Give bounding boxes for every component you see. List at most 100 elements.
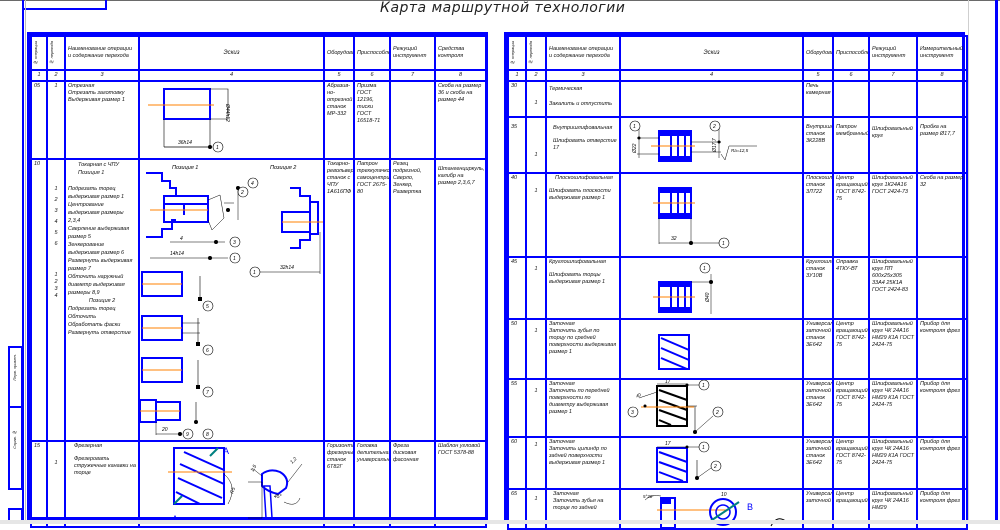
- callout-number: 1: [216, 145, 219, 151]
- frame-left-thin: [25, 0, 26, 524]
- col-header-control: Средства контроля: [434, 35, 487, 71]
- cutting-tool: Шлифовальный круг ЧК 24А16 НМ29 К1А ГОСТ…: [868, 378, 918, 438]
- step-number: 1: [525, 80, 547, 118]
- cutting-tool: Шлифовальный круг: [868, 116, 918, 174]
- col-header-equipment: Оборудование: [802, 35, 834, 71]
- position-2-label: Позиция 2: [270, 165, 296, 171]
- fixture: Патрон трехкулачковый самоцентрирующий Г…: [353, 158, 391, 442]
- sketch-op40: 32 1: [653, 187, 730, 249]
- col-header-name: Наименование операции и содержание перех…: [545, 35, 621, 71]
- col-header-name: Наименование операции и содержание перех…: [64, 35, 140, 71]
- operation-number: 15: [30, 440, 48, 528]
- fixture: Центр вращающийся ГОСТ 8742-75: [832, 318, 870, 380]
- operation-row-05: 05 1 Отрезная Отрезать заготовку Выдержи…: [30, 80, 487, 160]
- equipment: Универсально-заточной станок 3Е642: [802, 436, 834, 490]
- svg-text:1,5: 1,5: [250, 464, 259, 473]
- cutting-tool: Фреза дисковая фасонная: [389, 440, 436, 528]
- measuring-tool: [916, 80, 968, 118]
- svg-text:8: 8: [206, 432, 209, 438]
- fixture: Оправка 4ТКУ-ВТ: [832, 256, 870, 320]
- operation-row-40: 40 1 Плоскошлифовальная Шлифовать плоско…: [507, 172, 968, 258]
- sketch-op15: A A R5 1,5 1,2 45°: [168, 446, 303, 524]
- col-number: 4: [619, 69, 804, 82]
- col-number: 5: [323, 69, 355, 82]
- operation-title: Токарная с ЧПУ: [78, 162, 119, 168]
- window-top-border: [0, 0, 1000, 1]
- svg-text:17: 17: [665, 380, 671, 385]
- operation-title: Заточная: [553, 491, 579, 497]
- operation-number: 60: [507, 436, 527, 490]
- sketch-cell: 17 1 40 3 2: [619, 378, 804, 438]
- operation-number: 30: [507, 80, 527, 118]
- col-header-tool: Режущий инструмент: [389, 35, 436, 71]
- cutting-tool: Шлифовальный круг 1К24А16 ГОСТ 2424-73: [868, 172, 918, 258]
- workpiece-outline: [163, 88, 211, 120]
- svg-text:1: 1: [703, 266, 706, 272]
- header-row: № операции № перехода Наименование опера…: [30, 35, 487, 71]
- operation-text: Плоскошлифовальная Шлифовать плоскости в…: [545, 172, 621, 258]
- section-label: A: [172, 514, 178, 524]
- side-stamp-sprav: Справ. №: [8, 406, 23, 490]
- operation-title: Плоскошлифовальная: [555, 175, 613, 181]
- operation-row-60: 60 1 Заточная Заточить цилиндр по задней…: [507, 436, 968, 490]
- position-1-label: Позиция 1: [172, 165, 198, 171]
- step-number: 1: [525, 116, 547, 174]
- step-text: Шлифовать плоскости выдерживая размер 1: [549, 188, 611, 201]
- equipment: Внутришлифовальный станок 3К228В: [802, 116, 834, 174]
- sketch-cell: Позиция 1 Позиция 2 4 2 4 3: [138, 158, 325, 442]
- col-number: 5: [802, 69, 834, 82]
- cutting-tool: Шлифовальный круг ЧК 24А16 НМ29 К1А ГОСТ…: [868, 318, 918, 380]
- col-header-tool: Режущий инструмент: [868, 35, 918, 71]
- operation-title: Термическая: [549, 86, 583, 92]
- step-number: 1: [46, 440, 66, 528]
- step-text: Развернуть отверстие: [68, 330, 131, 336]
- sketch-cell: [619, 80, 804, 118]
- operation-text: Круглошлифовальная Шлифовать торцы выдер…: [545, 256, 621, 320]
- svg-text:3: 3: [631, 410, 634, 416]
- operation-number: 05: [30, 80, 48, 160]
- fixture: Центр вращающийся ГОСТ 8742-75: [832, 378, 870, 438]
- svg-text:9: 9: [186, 432, 189, 438]
- step-number: 1: [525, 378, 547, 438]
- col-header-fixture: Приспособление: [832, 35, 870, 71]
- svg-text:1: 1: [722, 241, 725, 247]
- sketch-step-8-9: 20 9 8: [141, 399, 214, 439]
- sketch-step-7: 7: [141, 357, 214, 398]
- measuring-tool: Скоба на размер 32: [916, 172, 968, 258]
- right-route-card: № операции № перехода Наименование опера…: [504, 32, 968, 530]
- operation-number: 45: [507, 256, 527, 320]
- col-header-step: № перехода: [525, 35, 547, 71]
- svg-text:Ø40: Ø40: [705, 292, 711, 303]
- svg-text:32h14: 32h14: [280, 265, 294, 271]
- horizontal-scrollbar[interactable]: [0, 520, 1000, 524]
- svg-text:Ra=12,5: Ra=12,5: [731, 148, 749, 153]
- sketch-cell: 17 1 2: [619, 436, 804, 490]
- sketch-op60: 17 1 2: [656, 441, 722, 483]
- operation-text: Фрезерная Фрезеровать стружечные канавки…: [64, 440, 140, 528]
- step-text: Шлифовать отверстие 17: [553, 138, 617, 151]
- header-row: № операции № перехода Наименование опера…: [507, 35, 968, 71]
- column-number-row: 1 2 3 4 5 6 7 8: [30, 69, 487, 82]
- step-text: Подрезать торец выдерживая размер 1: [68, 186, 125, 200]
- svg-text:14h14: 14h14: [170, 251, 184, 257]
- sketch-op50: [658, 334, 690, 370]
- dim-label: 36h14: [178, 140, 192, 146]
- svg-text:Ø17,7: Ø17,7: [712, 138, 718, 153]
- left-route-card: № операции № перехода Наименование опера…: [27, 32, 488, 528]
- right-table: № операции № перехода Наименование опера…: [507, 35, 968, 530]
- step-text: Заточить по передней поверхности по диам…: [549, 388, 610, 415]
- document-title: Карта маршрутной технологии: [380, 0, 626, 16]
- fixture: Патрон мембранный: [832, 116, 870, 174]
- sketch-cell: Ø22 1 Ø17,7 2 Ra=12,5: [619, 116, 804, 174]
- svg-text:17: 17: [665, 441, 671, 447]
- sketch-cell: [619, 318, 804, 380]
- step-text: Заточить зубья на торце по задней: [553, 498, 604, 511]
- column-number-row: 1 2 3 4 5 6 7 8: [507, 69, 968, 82]
- step-number: 1: [525, 318, 547, 380]
- svg-text:2: 2: [713, 464, 717, 470]
- measuring-tool: Пробка на размер Ø17,7: [916, 116, 968, 174]
- cutting-tool: Резец подрезной, Сверло, Зенкер, Разверт…: [389, 158, 436, 442]
- step-text: Заточить зубья по торцу по средней повер…: [549, 328, 617, 355]
- operation-title: Отрезная: [68, 83, 95, 89]
